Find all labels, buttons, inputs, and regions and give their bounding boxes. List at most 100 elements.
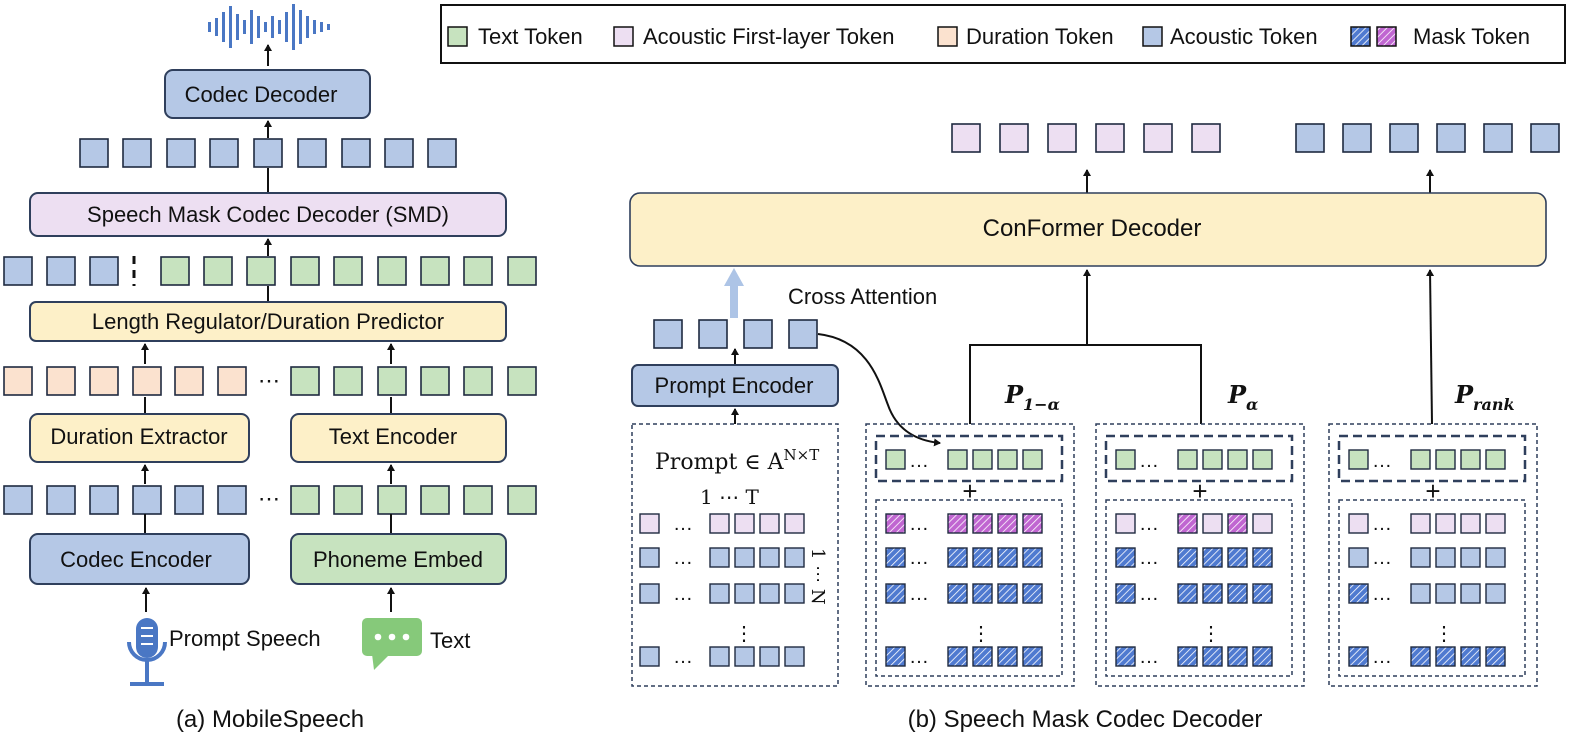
mask-token (972, 646, 993, 667)
mask-token (997, 583, 1018, 604)
ellipsis: … (909, 583, 929, 605)
acoustic-token (46, 256, 76, 286)
text-token (1252, 449, 1273, 470)
ellipsis: … (909, 547, 929, 569)
ellipsis-a-lower: ⋯ (258, 486, 280, 511)
mask-token (947, 513, 968, 534)
ellipsis: … (1372, 547, 1392, 569)
p-rank-label: Prank (1454, 380, 1515, 414)
acoustic-token (1483, 123, 1513, 153)
prompt-vdots: ⋮ (734, 623, 754, 645)
cross-attention-curve (817, 333, 941, 447)
text-token (997, 449, 1018, 470)
acoustic-token (788, 319, 818, 349)
smd-box (29, 192, 507, 237)
acoustic-token (784, 646, 805, 667)
mask-token (1115, 583, 1136, 604)
acoustic-token (89, 256, 119, 286)
duration-text-token-row (3, 366, 537, 396)
mask-token (1252, 646, 1273, 667)
mask-token (1460, 646, 1481, 667)
mask-token (972, 583, 993, 604)
text-token (1227, 449, 1248, 470)
mask-token (1202, 547, 1223, 568)
mask-token (972, 513, 993, 534)
matrix-panel-p-alpha: …+…………⋮ (1095, 423, 1305, 687)
acoustic-token (253, 138, 283, 168)
microphone-icon (127, 618, 167, 686)
mask-token (1202, 583, 1223, 604)
legend-swatch-text (447, 26, 468, 47)
ellipsis: … (1139, 583, 1159, 605)
acoustic-token-group-frame (1105, 499, 1293, 677)
matrix-panel-p-rank: …+…………⋮ (1328, 423, 1538, 687)
length-regulator-box (29, 301, 507, 342)
acoustic-token (46, 485, 76, 515)
panel-b-smd: ConFormer Decoder Cross Attention Prompt… (629, 123, 1560, 733)
acoustic-token (297, 138, 327, 168)
text-token (1410, 449, 1431, 470)
legend-swatch-duration (937, 26, 958, 47)
ellipsis: … (1139, 646, 1159, 668)
codec-encoder-box (29, 533, 250, 585)
prompt-token-matrix: ………… (639, 513, 805, 668)
acoustic-token (784, 547, 805, 568)
smd-label: Speech Mask Codec Decoder (SMD) (87, 202, 449, 227)
chat-bubble-icon (362, 618, 422, 670)
output-first-layer-row (951, 123, 1221, 153)
acoustic-token (639, 583, 660, 604)
acoustic-token (1460, 583, 1481, 604)
ellipsis: … (673, 547, 693, 569)
acoustic-first-token (1202, 513, 1223, 534)
mask-token (1177, 513, 1198, 534)
duration-token (174, 366, 204, 396)
text-token (290, 366, 320, 396)
plus-sign: + (1192, 476, 1207, 506)
legend-label-duration: Duration Token (966, 24, 1114, 49)
legend-swatch-acoustic-first (613, 26, 634, 47)
acoustic-token (698, 319, 728, 349)
acoustic-token (3, 256, 33, 286)
text-token (203, 256, 233, 286)
acoustic-first-token (1252, 513, 1273, 534)
acoustic-token-group-frame (1338, 499, 1526, 677)
mask-token (1177, 583, 1198, 604)
legend-label-acoustic-first: Acoustic First-layer Token (643, 24, 894, 49)
text-encoder-box (290, 413, 507, 463)
encoded-token-row (3, 485, 537, 515)
duration-token (132, 366, 162, 396)
mask-token (1348, 646, 1369, 667)
mask-token (1227, 646, 1248, 667)
prompt-encoder-box (631, 364, 839, 407)
legend-label-mask: Mask Token (1413, 24, 1530, 49)
text-token (333, 485, 363, 515)
ellipsis: … (1139, 547, 1159, 569)
text-token (1485, 449, 1506, 470)
caption-a: (a) MobileSpeech (176, 706, 364, 733)
mask-token (1252, 583, 1273, 604)
mask-token (885, 547, 906, 568)
acoustic-first-token (1047, 123, 1077, 153)
mask-token (997, 646, 1018, 667)
mask-token (1022, 646, 1043, 667)
mask-token (1227, 583, 1248, 604)
acoustic-token (209, 138, 239, 168)
legend-swatch-acoustic (1142, 26, 1163, 47)
panel-outer-frame (1095, 423, 1305, 687)
acoustic-token (743, 319, 773, 349)
text-token (507, 366, 537, 396)
mask-token (1202, 646, 1223, 667)
text-token (377, 485, 407, 515)
acoustic-token (1436, 123, 1466, 153)
acoustic-token (89, 485, 119, 515)
acoustic-token (759, 646, 780, 667)
mask-token (1252, 547, 1273, 568)
codec-decoder-box (164, 69, 371, 119)
text-token-group-frame (1337, 434, 1527, 483)
acoustic-first-token (759, 513, 780, 534)
text-token (463, 485, 493, 515)
prompt-embedding-row (653, 319, 818, 349)
cross-attention-label: Cross Attention (788, 284, 937, 309)
acoustic-token (759, 547, 780, 568)
acoustic-token (122, 138, 152, 168)
